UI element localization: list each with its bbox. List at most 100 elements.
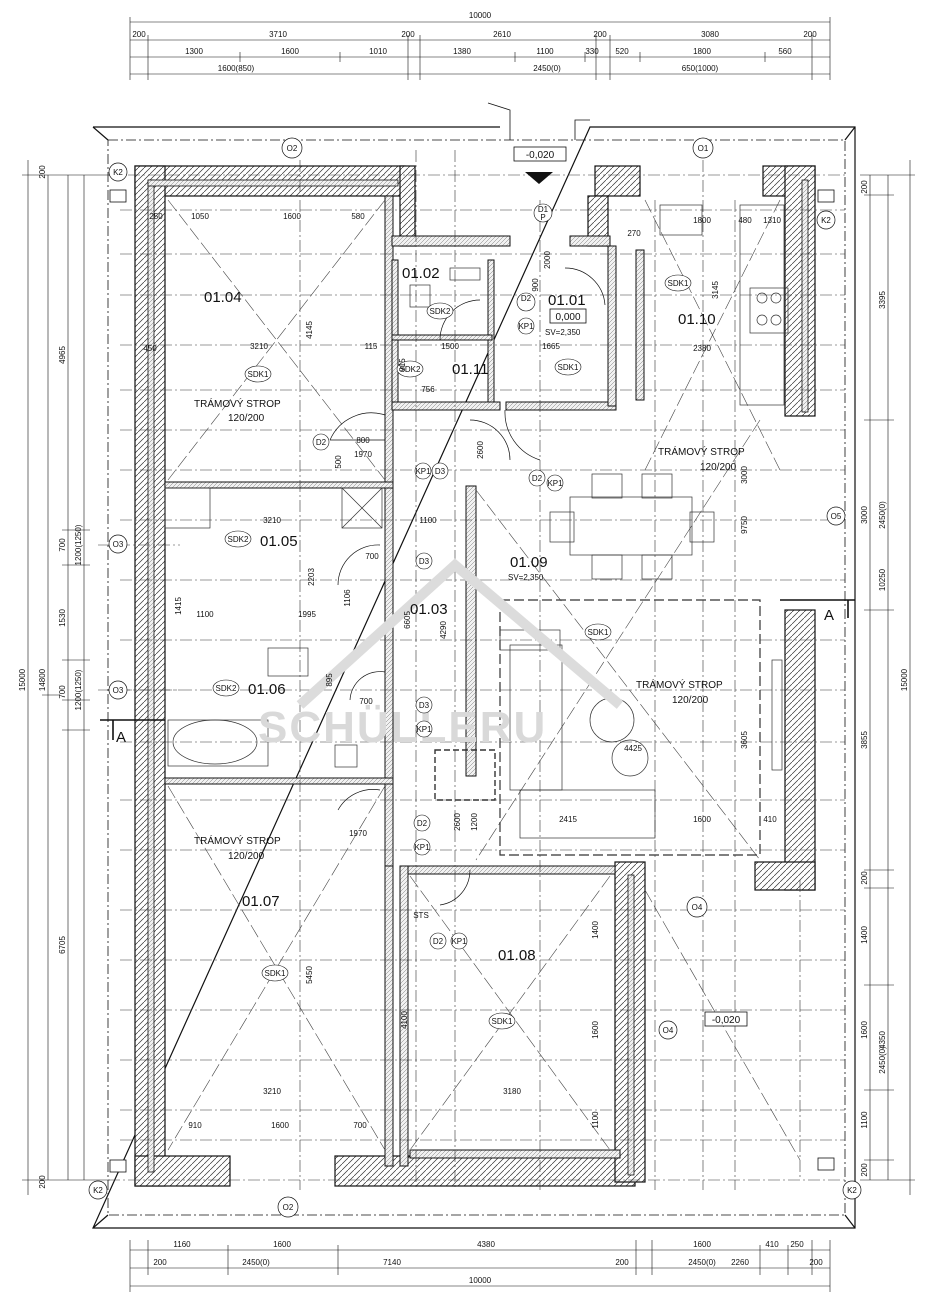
axis-tags (88, 137, 862, 1218)
toilet (334, 744, 358, 768)
dim-top-3: 200 (401, 30, 415, 39)
idim-1415: 1415 (174, 597, 183, 615)
idim-115a: 115 (365, 342, 378, 351)
dim-top-r2-3: 1010 (369, 47, 387, 56)
axis-tag-o5: O5 (831, 512, 842, 521)
idim-580: 580 (351, 212, 365, 221)
sdk1-0104: SDK1 (248, 370, 269, 379)
dim-left-4965: 4965 (58, 346, 67, 364)
washbasin (267, 647, 309, 677)
idim-1200: 1200 (470, 813, 479, 831)
sdk-tags: SDK1 SDK2 SDK2 SDK2 SDK2 SDK1 SDK1 SDK1 … (212, 274, 692, 1030)
dim-bot-r1-3: 4380 (477, 1240, 495, 1249)
idim-480: 480 (738, 216, 752, 225)
chair (549, 511, 575, 543)
dim-top-r2-4: 1380 (453, 47, 471, 56)
dim-bot-r2-5: 2450(0) (688, 1258, 716, 1267)
tag-sts: STS (413, 911, 429, 920)
dim-left-700b: 700 (58, 685, 67, 699)
axis-tag-k2-tl: K2 (113, 168, 123, 177)
room-01-09: 01.09 (510, 554, 548, 571)
tag-d2c: D2 (532, 474, 543, 483)
room-01-11: 01.11 (452, 361, 488, 378)
idim-1100b: 1100 (196, 610, 214, 619)
chair (689, 511, 715, 543)
idim-1050: 1050 (191, 212, 209, 221)
idim-2415: 2415 (559, 815, 577, 824)
dim-left-1200b: 1200(1250) (74, 669, 83, 710)
chair (591, 473, 623, 499)
note-sv-0109: SV=2,350 (508, 573, 544, 582)
door-swings (329, 267, 606, 906)
dim-right-4350: 4350 (878, 1031, 887, 1049)
axis-tag-k2-tr: K2 (821, 216, 831, 225)
note-0110-a: TRÁMOVÝ STROP (658, 445, 745, 458)
dim-bot-r1-6: 250 (790, 1240, 804, 1249)
dimension-text-bottom: 1160 1600 4380 1600 410 250 200 2450(0) … (153, 1240, 823, 1285)
tag-kp1a: KP1 (518, 322, 534, 331)
idim-3210c: 3210 (263, 1087, 281, 1096)
note-0109-a: TRÁMOVÝ STROP (636, 678, 723, 691)
fridge (659, 204, 703, 236)
dimension-text-right: 15000 3395 10250 4350 200 3000 2450(0) 3… (860, 180, 909, 1177)
dining-table (569, 496, 693, 556)
idim-4290: 4290 (439, 621, 448, 639)
idim-1600c: 1600 (271, 1121, 289, 1130)
dim-left-200-bot: 200 (38, 1175, 47, 1189)
note-0104-a: TRÁMOVÝ STROP (194, 397, 281, 410)
axis-tag-labels: O2 O1 O2 O4 O5 O3 O3 K2 K2 K2 K2 O4 (93, 144, 857, 1212)
chair (591, 554, 623, 580)
sdk1-0108: SDK1 (492, 1017, 513, 1026)
dim-top-5: 200 (593, 30, 607, 39)
wc-toilet (409, 284, 431, 308)
idim-2000: 2000 (543, 251, 552, 269)
sdk2-0102: SDK2 (430, 307, 451, 316)
idim-3210a: 3210 (250, 342, 268, 351)
idim-900: 900 (531, 278, 540, 292)
sdk2-0106: SDK2 (216, 684, 237, 693)
axis-tag-o3: O3 (113, 540, 124, 549)
sdk1-0110: SDK1 (668, 279, 689, 288)
sdk2-0111: SDK2 (400, 365, 421, 374)
dim-left-6705: 6705 (58, 936, 67, 954)
room-01-04: 01.04 (204, 289, 242, 306)
axis-tag-k2-bl: K2 (93, 1186, 103, 1195)
dim-top-r2-7: 520 (615, 47, 629, 56)
dim-bot-r1-4: 1600 (693, 1240, 711, 1249)
note-0110-b: 120/200 (700, 462, 737, 473)
dim-top-r2-1: 1300 (185, 47, 203, 56)
dim-top-6: 3080 (701, 30, 719, 39)
idim-1600a: 1600 (283, 212, 301, 221)
sdk1-0107: SDK1 (265, 969, 286, 978)
room-01-05: 01.05 (260, 533, 298, 550)
room-01-10: 01.10 (678, 311, 716, 328)
sdk1-0101: SDK1 (558, 363, 579, 372)
note-0109-b: 120/200 (672, 695, 709, 706)
idim-1665: 1665 (542, 342, 560, 351)
section-label-left: A (116, 729, 126, 746)
axis-tag-o1: O1 (698, 144, 709, 153)
idim-3145: 3145 (711, 281, 720, 299)
tag-d2b: D2 (316, 438, 327, 447)
dim-left-700a: 700 (58, 538, 67, 552)
room-01-01: 01.01 (548, 292, 586, 309)
dim-right-3855: 3855 (860, 731, 869, 749)
note-0107-a: TRÁMOVÝ STROP (194, 834, 281, 847)
dim-bot-r2-1: 200 (153, 1258, 167, 1267)
sdk1-0109: SDK1 (588, 628, 609, 637)
dimension-lines-left (22, 160, 110, 1195)
dim-right-1100: 1100 (860, 1111, 869, 1129)
corner-drains (109, 189, 835, 1173)
axis-tag-o4: O4 (692, 903, 703, 912)
dim-bot-r2-3: 7140 (383, 1258, 401, 1267)
idim-2600a: 2600 (453, 813, 462, 831)
svg-text:SCHÜLLERU: SCHÜLLERU (258, 703, 547, 752)
armchair (611, 739, 649, 777)
axis-tag-o2: O2 (287, 144, 298, 153)
idim-1995: 1995 (298, 610, 316, 619)
idim-410: 410 (763, 815, 777, 824)
dim-right-10250: 10250 (878, 568, 887, 591)
dim-right-200a: 200 (860, 180, 869, 194)
dim-left-200-top: 200 (38, 165, 47, 179)
tag-d3c: D3 (419, 701, 430, 710)
